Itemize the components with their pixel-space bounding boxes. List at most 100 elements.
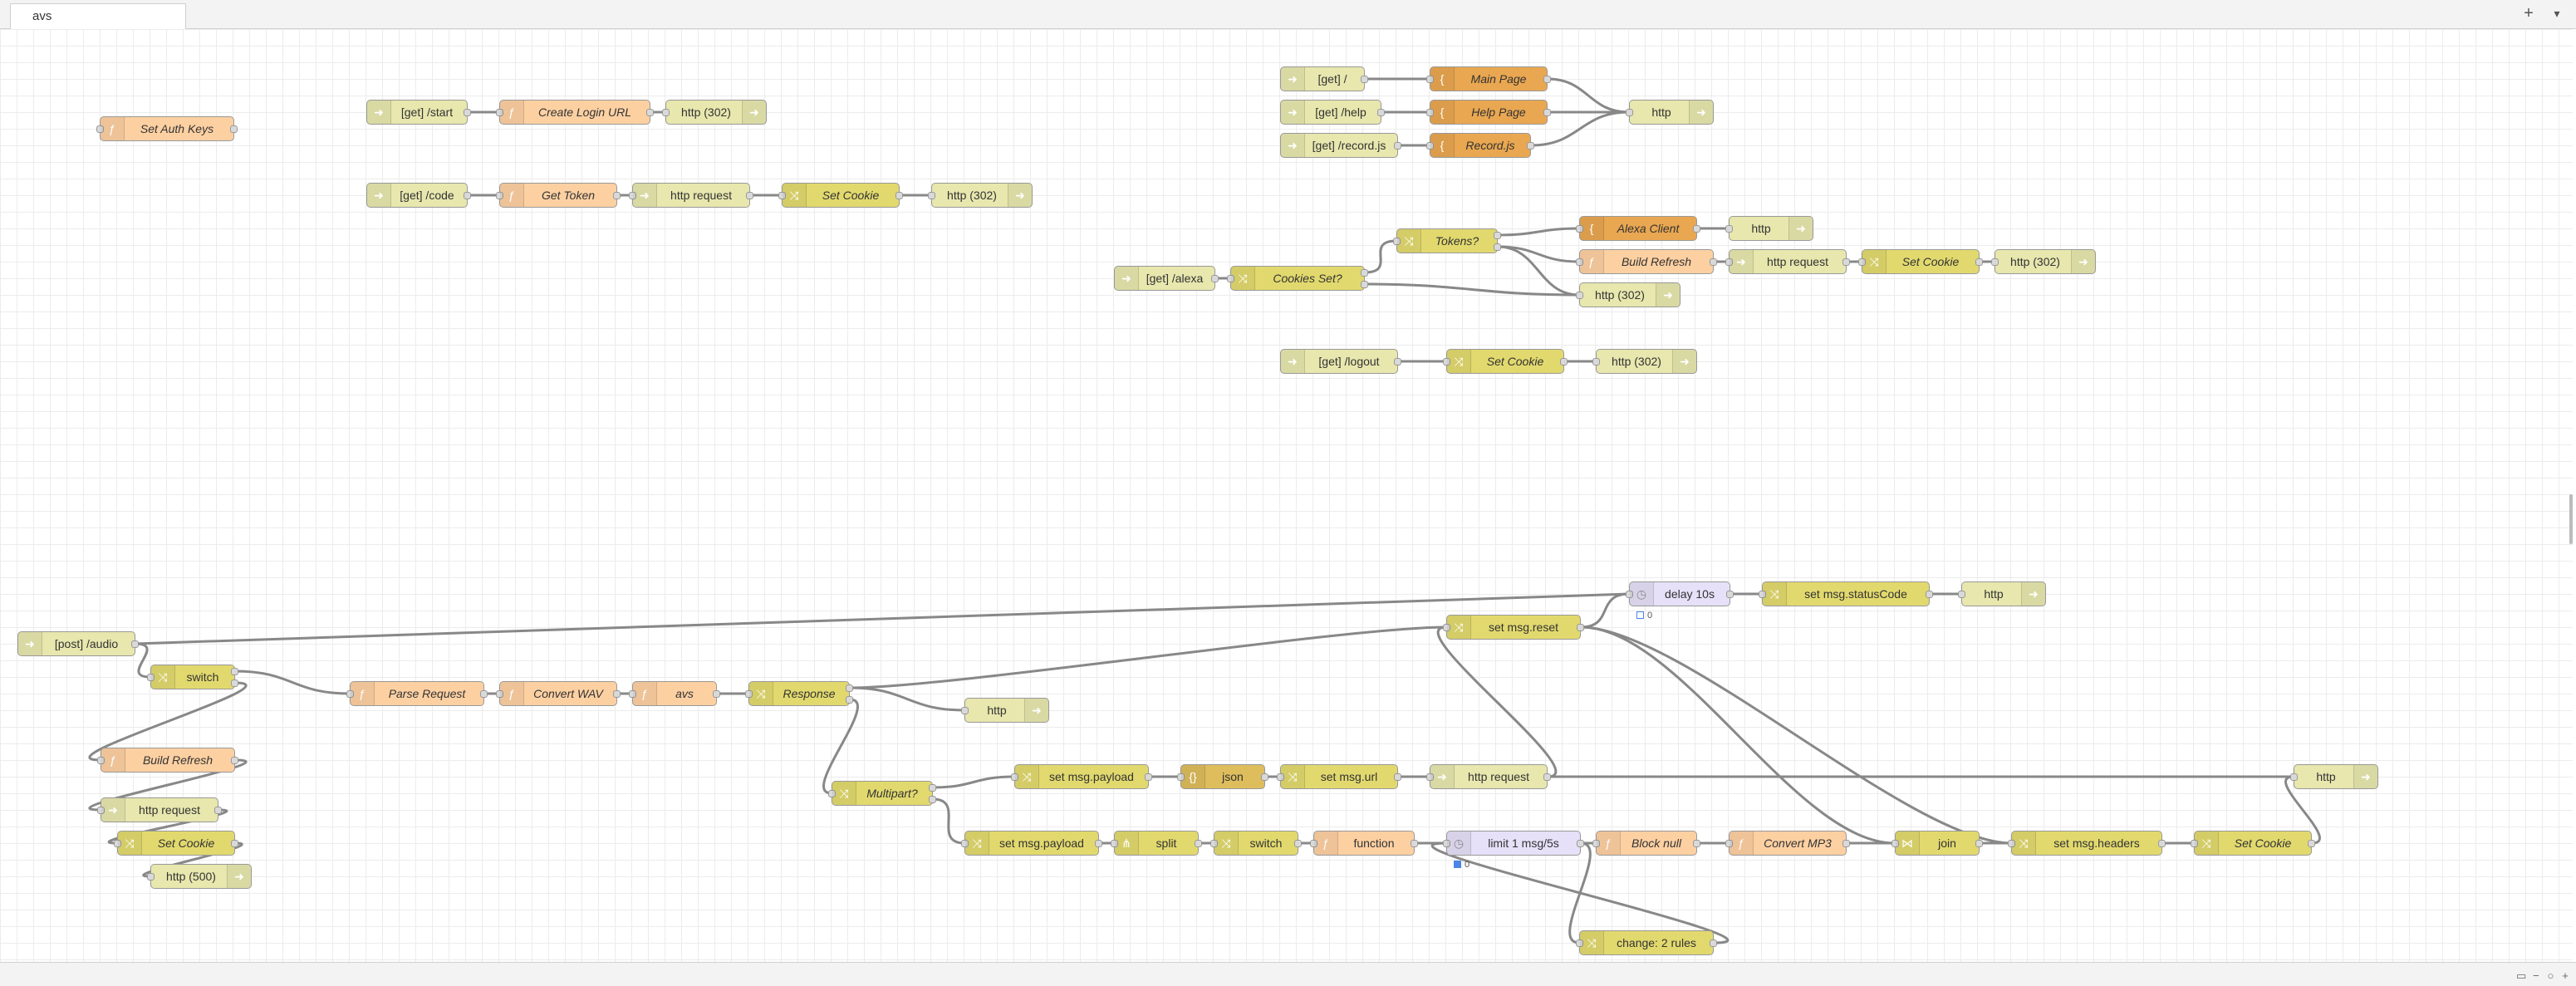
http-response-node[interactable]: ➜ http: [1725, 216, 1813, 241]
switch-node-cookies-set[interactable]: ⤨ Cookies Set?: [1227, 266, 1368, 291]
input-port[interactable]: [2008, 840, 2015, 847]
output-port[interactable]: [1693, 225, 1700, 233]
add-flow-button[interactable]: +: [2524, 4, 2534, 22]
template-node-alexa-client[interactable]: { Alexa Client: [1576, 216, 1700, 241]
output-port[interactable]: [613, 690, 621, 698]
input-port[interactable]: [1310, 840, 1317, 847]
http-request-node[interactable]: ➜ http request: [1426, 764, 1551, 789]
output-port-1[interactable]: [1494, 232, 1501, 239]
wire[interactable]: [822, 698, 859, 795]
output-port[interactable]: [646, 109, 654, 116]
input-port[interactable]: [114, 840, 121, 847]
output-port-2[interactable]: [231, 679, 238, 687]
switch-node[interactable]: ⤨ switch: [147, 665, 238, 689]
output-port[interactable]: [1693, 840, 1700, 847]
output-port[interactable]: [1975, 258, 1983, 266]
wire[interactable]: [1547, 77, 1630, 114]
delay-node-limit[interactable]: ◷ limit 1 msg/5s: [1443, 831, 1584, 856]
input-port[interactable]: [1626, 591, 1633, 598]
input-port[interactable]: [629, 192, 636, 199]
input-port[interactable]: [1443, 358, 1450, 365]
function-node-create-login-url[interactable]: ƒ Create Login URL: [496, 100, 654, 125]
output-port-1[interactable]: [929, 784, 936, 792]
output-port[interactable]: [1361, 76, 1368, 83]
change-node-set-cookie[interactable]: ⤨ Set Cookie: [2191, 831, 2315, 856]
wire[interactable]: [88, 681, 248, 762]
input-port[interactable]: [1210, 840, 1218, 847]
function-node-build-refresh[interactable]: ƒ Build Refresh: [1576, 249, 1717, 274]
output-port-1[interactable]: [1361, 269, 1368, 277]
output-port[interactable]: [1195, 840, 1202, 847]
input-port[interactable]: [1426, 773, 1434, 781]
http-response-node-302[interactable]: ➜ http (302): [1576, 282, 1681, 307]
navigator-icon[interactable]: ▭: [2515, 969, 2527, 982]
input-port[interactable]: [928, 192, 935, 199]
http-in-node-post-audio[interactable]: ➜ [post] /audio: [17, 631, 139, 656]
wire[interactable]: [849, 625, 1447, 689]
output-port[interactable]: [131, 640, 139, 648]
switch-node[interactable]: ⤨ switch: [1210, 831, 1302, 856]
output-port[interactable]: [1842, 258, 1850, 266]
input-port[interactable]: [662, 109, 670, 116]
input-port[interactable]: [2191, 840, 2198, 847]
wire[interactable]: [1430, 841, 1730, 944]
output-port-2[interactable]: [846, 696, 853, 704]
json-node[interactable]: {} json: [1177, 764, 1268, 789]
http-in-node-get-code[interactable]: ➜ [get] /code: [366, 183, 471, 208]
vertical-scrollbar[interactable]: [2569, 494, 2573, 544]
output-port[interactable]: [231, 840, 238, 847]
output-port[interactable]: [713, 690, 720, 698]
output-port[interactable]: [2308, 840, 2315, 847]
change-node-set-cookie[interactable]: ⤨ Set Cookie: [114, 831, 238, 856]
input-port[interactable]: [1426, 109, 1434, 116]
function-node-set-auth-keys[interactable]: ƒ Set Auth Keys: [96, 116, 238, 141]
input-port[interactable]: [2290, 773, 2298, 781]
zoom-in-button[interactable]: +: [2562, 969, 2569, 982]
wire[interactable]: [107, 808, 228, 845]
output-port[interactable]: [1710, 939, 1717, 947]
change-node-set-url[interactable]: ⤨ set msg.url: [1277, 764, 1401, 789]
http-response-node-302[interactable]: ➜ http (302): [928, 183, 1033, 208]
output-port[interactable]: [1294, 840, 1302, 847]
output-port[interactable]: [1394, 142, 1401, 150]
output-port[interactable]: [1394, 773, 1401, 781]
change-node-set-reset[interactable]: ⤨ set msg.reset: [1443, 615, 1584, 640]
input-port[interactable]: [1592, 358, 1600, 365]
change-node-set-cookie[interactable]: ⤨ Set Cookie: [1443, 349, 1568, 374]
input-port[interactable]: [1111, 840, 1118, 847]
http-response-node[interactable]: ➜ http: [2290, 764, 2378, 789]
wire[interactable]: [135, 642, 151, 679]
input-port[interactable]: [96, 125, 104, 133]
http-response-node[interactable]: ➜ http: [1626, 100, 1714, 125]
output-port[interactable]: [1095, 840, 1102, 847]
output-port[interactable]: [230, 125, 238, 133]
http-in-node-get-root[interactable]: ➜ [get] /: [1280, 66, 1368, 91]
input-port[interactable]: [1991, 258, 1999, 266]
input-port[interactable]: [496, 109, 503, 116]
input-port[interactable]: [1576, 258, 1583, 266]
output-port[interactable]: [1543, 76, 1551, 83]
tab-avs[interactable]: avs: [10, 3, 186, 29]
change-node-set-payload[interactable]: ⤨ set msg.payload: [1011, 764, 1152, 789]
zoom-reset-button[interactable]: ○: [2547, 969, 2554, 982]
change-node-set-status-code[interactable]: ⤨ set msg.statusCode: [1759, 581, 1933, 606]
switch-node-tokens[interactable]: ⤨ Tokens?: [1393, 228, 1501, 253]
input-port[interactable]: [1443, 840, 1450, 847]
wire[interactable]: [142, 841, 243, 878]
input-port[interactable]: [1443, 624, 1450, 631]
output-port-2[interactable]: [1361, 281, 1368, 288]
template-node-help-page[interactable]: { Help Page: [1426, 100, 1551, 125]
http-response-node[interactable]: ➜ http: [1958, 581, 2046, 606]
function-node[interactable]: ƒ function: [1310, 831, 1418, 856]
input-port[interactable]: [1725, 225, 1733, 233]
input-port[interactable]: [1626, 109, 1633, 116]
flow-menu-button[interactable]: ▾: [2554, 7, 2560, 20]
http-in-node-get-start[interactable]: ➜ [get] /start: [366, 100, 471, 125]
function-node-block-null[interactable]: ƒ Block null: [1592, 831, 1700, 856]
wire[interactable]: [1530, 110, 1630, 147]
output-port[interactable]: [214, 807, 222, 814]
output-port-2[interactable]: [1494, 243, 1501, 251]
input-port[interactable]: [1426, 76, 1434, 83]
output-port[interactable]: [480, 690, 488, 698]
wire[interactable]: [135, 592, 1630, 645]
